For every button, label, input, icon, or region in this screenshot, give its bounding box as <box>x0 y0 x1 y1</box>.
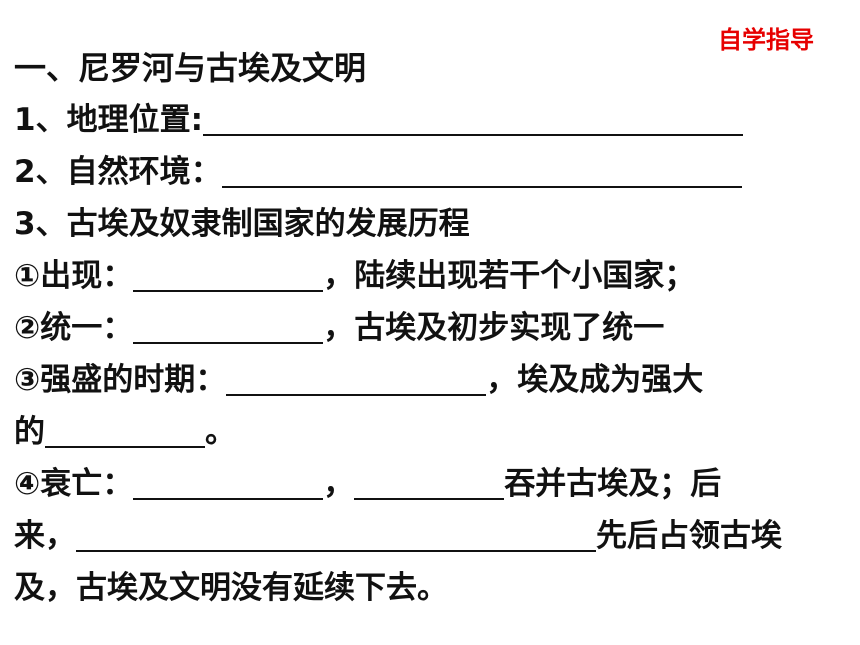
item-environment: 2、自然环境： <box>14 146 834 198</box>
peak-blank[interactable] <box>226 360 487 396</box>
step-unify-label: ②统一： <box>14 310 134 346</box>
step-decline-line2-prefix: 来， <box>14 518 76 554</box>
step-unify: ②统一： ，古埃及初步实现了统一 <box>14 302 834 354</box>
item-environment-label: 2、自然环境： <box>14 154 222 190</box>
worksheet: 一、尼罗河与古埃及文明 1、地理位置: 2、自然环境： 3、古埃及奴隶制国家的发… <box>14 42 834 614</box>
step-decline-line2: 来， 先后占领古埃 <box>14 510 834 562</box>
step-decline-line2-after: 先后占领古埃 <box>596 518 782 554</box>
step-peak-second-prefix: 的 <box>14 414 45 450</box>
step-peak-after: ，埃及成为强大 <box>486 362 704 398</box>
step-decline-line3: 及，古埃及文明没有延续下去。 <box>14 562 834 614</box>
step-rise-label: ①出现： <box>14 258 134 294</box>
step-decline: ④衰亡： ， 吞并古埃及；后 <box>14 458 834 510</box>
decline-empire-blank[interactable] <box>354 464 505 500</box>
rise-blank[interactable] <box>133 256 324 292</box>
step-decline-line3-text: 及，古埃及文明没有延续下去。 <box>14 570 448 606</box>
item-development: 3、古埃及奴隶制国家的发展历程 <box>14 198 834 250</box>
item-geography-label: 1、地理位置: <box>14 102 203 138</box>
step-unify-after: ，古埃及初步实现了统一 <box>323 310 665 346</box>
step-peak: ③强盛的时期： ，埃及成为强大 <box>14 354 834 406</box>
step-peak-continued: 的。 <box>14 406 834 458</box>
step-decline-after: 吞并古埃及；后 <box>504 466 722 502</box>
peak-status-blank[interactable] <box>45 412 205 448</box>
step-decline-label: ④衰亡： <box>14 466 134 502</box>
step-rise: ①出现： ，陆续出现若干个小国家； <box>14 250 834 302</box>
geography-blank[interactable] <box>202 100 743 136</box>
step-peak-label: ③强盛的时期： <box>14 362 227 398</box>
item-geography: 1、地理位置: <box>14 94 834 146</box>
environment-blank[interactable] <box>221 152 742 188</box>
item-development-label: 3、古埃及奴隶制国家的发展历程 <box>14 206 470 242</box>
self-study-guide-tag: 自学指导 <box>718 26 814 54</box>
step-peak-second-after: 。 <box>205 414 236 450</box>
decline-occupiers-blank[interactable] <box>76 516 596 552</box>
section-title: 一、尼罗河与古埃及文明 <box>14 49 367 87</box>
step-decline-comma: ， <box>323 466 355 502</box>
unify-blank[interactable] <box>133 308 324 344</box>
step-rise-after: ，陆续出现若干个小国家； <box>323 258 696 294</box>
decline-time-blank[interactable] <box>133 464 324 500</box>
